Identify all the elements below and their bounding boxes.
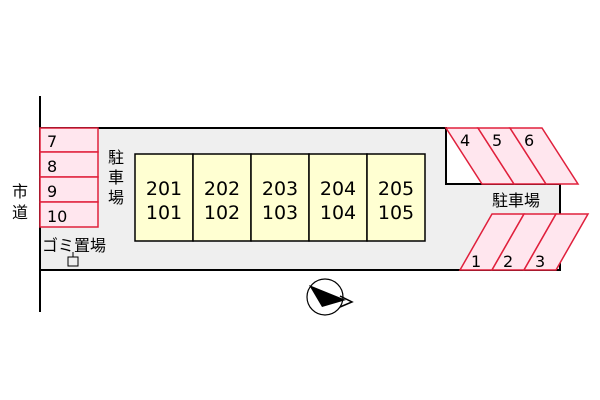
unit-4-lower: 104 <box>320 202 356 224</box>
parking-slot-9-label: 9 <box>47 182 57 201</box>
parking-slot-6 <box>508 127 580 185</box>
parking-slot-8 <box>39 151 99 178</box>
parking-left-label-char-1: 駐 <box>108 148 124 167</box>
unit-4-upper: 204 <box>320 178 356 200</box>
unit-2-upper: 202 <box>204 178 240 200</box>
unit-3-lower: 103 <box>262 202 298 224</box>
parking-right-label: 駐車場 <box>492 191 540 210</box>
building: 201 101 202 102 203 103 204 104 205 105 <box>134 153 426 242</box>
unit-5-upper: 205 <box>378 178 414 200</box>
parking-slot-8-label: 8 <box>47 157 57 176</box>
unit-2-lower: 102 <box>204 202 240 224</box>
parking-slot-1-label: 1 <box>471 252 481 271</box>
parking-slot-10 <box>39 201 99 228</box>
unit-5-lower: 105 <box>378 202 414 224</box>
parking-left-slots: 7 8 9 10 <box>39 127 99 228</box>
unit-3-upper: 203 <box>262 178 298 200</box>
parking-right-top-slots: 4 5 6 <box>444 127 580 185</box>
unit-block-5 <box>366 153 426 242</box>
unit-1-upper: 201 <box>146 178 182 200</box>
parking-slot-5-label: 5 <box>492 131 502 150</box>
unit-1-lower: 101 <box>146 202 182 224</box>
garbage-area-label: ゴミ置場 <box>42 236 106 255</box>
parking-slot-4-label: 4 <box>460 131 470 150</box>
parking-slot-7 <box>39 127 99 153</box>
parking-slot-10-label: 10 <box>47 207 67 226</box>
street-label-char-1: 市 <box>12 182 28 201</box>
street-label-char-2: 道 <box>12 203 28 222</box>
compass-icon <box>306 278 354 316</box>
parking-slot-7-label: 7 <box>47 132 57 151</box>
parking-left-label-char-3: 場 <box>108 188 124 207</box>
parking-slot-2-label: 2 <box>503 252 513 271</box>
parking-left-label-char-2: 車 <box>108 168 124 187</box>
unit-block-4 <box>308 153 368 242</box>
parking-slot-3-label: 3 <box>535 252 545 271</box>
parking-right-bottom-slots: 1 2 3 <box>458 213 590 271</box>
parking-slot-6-label: 6 <box>524 131 534 150</box>
unit-block-3 <box>250 153 310 242</box>
garbage-bin-icon <box>67 252 79 267</box>
parking-slot-3 <box>522 213 590 271</box>
